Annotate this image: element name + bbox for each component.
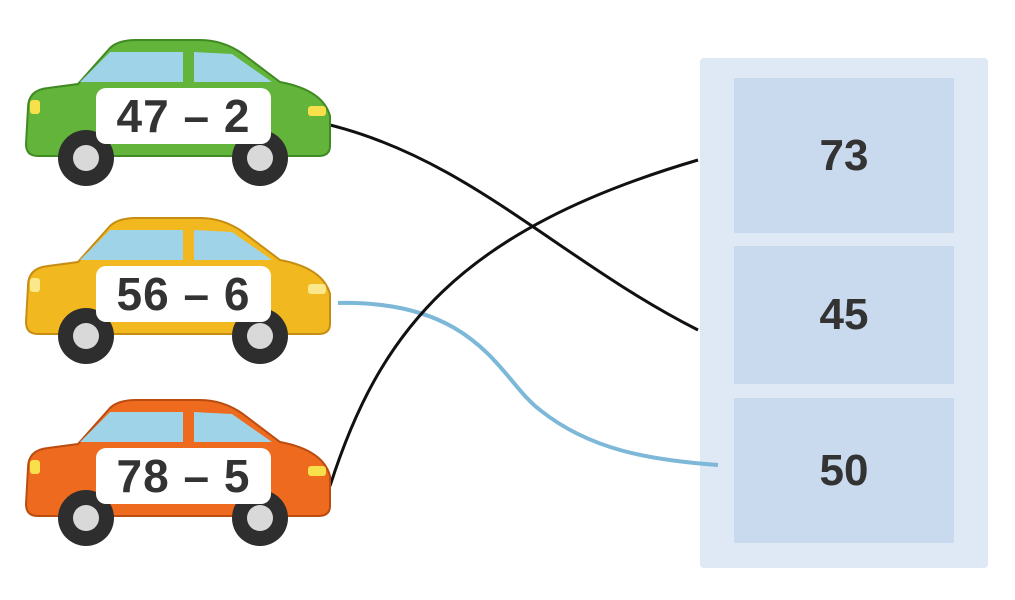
connection-line-3 bbox=[328, 158, 699, 487]
car-1[interactable]: 47 – 2 bbox=[18, 38, 338, 188]
car-expression: 78 – 5 bbox=[96, 448, 271, 504]
garage: 73 45 50 bbox=[700, 58, 988, 568]
car-expression: 47 – 2 bbox=[96, 88, 271, 144]
garage-slot-2[interactable]: 45 bbox=[734, 246, 954, 384]
slot-value: 73 bbox=[819, 130, 869, 180]
connection-line-1 bbox=[329, 123, 699, 332]
garage-slot-3[interactable]: 50 bbox=[734, 398, 954, 543]
connection-line-2 bbox=[337, 300, 719, 467]
car-expression: 56 – 6 bbox=[96, 266, 271, 322]
garage-slot-1[interactable]: 73 bbox=[734, 78, 954, 233]
slot-value: 50 bbox=[819, 445, 869, 495]
car-2[interactable]: 56 – 6 bbox=[18, 216, 338, 366]
car-3[interactable]: 78 – 5 bbox=[18, 398, 338, 548]
slot-value: 45 bbox=[819, 290, 869, 339]
